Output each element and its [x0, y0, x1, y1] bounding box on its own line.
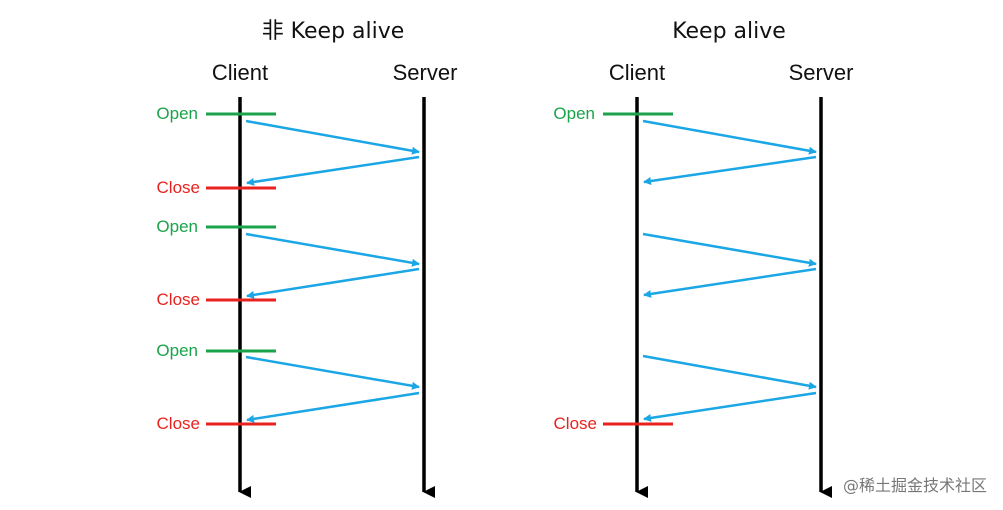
panel-title: Keep alive — [672, 19, 786, 44]
request-arrow — [245, 119, 420, 155]
close-label: Close — [157, 178, 200, 197]
request-arrow — [245, 232, 420, 267]
panel-keep-alive: Keep alive Client Server Open Close — [553, 19, 854, 498]
close-label: Close — [157, 414, 200, 433]
panel-title: 非 Keep alive — [262, 19, 405, 44]
open-label: Open — [156, 104, 198, 123]
open-label: Open — [156, 217, 198, 236]
open-label: Open — [156, 341, 198, 360]
open-label: Open — [553, 104, 595, 123]
client-label: Client — [609, 60, 665, 85]
close-label: Close — [554, 414, 597, 433]
server-label: Server — [393, 60, 458, 85]
response-arrow — [643, 155, 817, 185]
panel-non-keep-alive: 非 Keep alive Client Server Open Close Op… — [156, 19, 458, 498]
response-arrow — [246, 391, 420, 423]
response-arrow — [643, 267, 817, 298]
client-label: Client — [212, 60, 268, 85]
server-label: Server — [789, 60, 854, 85]
response-arrow — [246, 155, 420, 186]
close-label: Close — [157, 290, 200, 309]
watermark: @稀土掘金技术社区 — [843, 476, 987, 495]
response-arrow — [246, 267, 420, 299]
request-arrow — [642, 119, 817, 155]
request-arrow — [642, 354, 817, 390]
response-arrow — [643, 391, 817, 422]
request-arrow — [642, 232, 817, 267]
request-arrow — [245, 355, 420, 390]
